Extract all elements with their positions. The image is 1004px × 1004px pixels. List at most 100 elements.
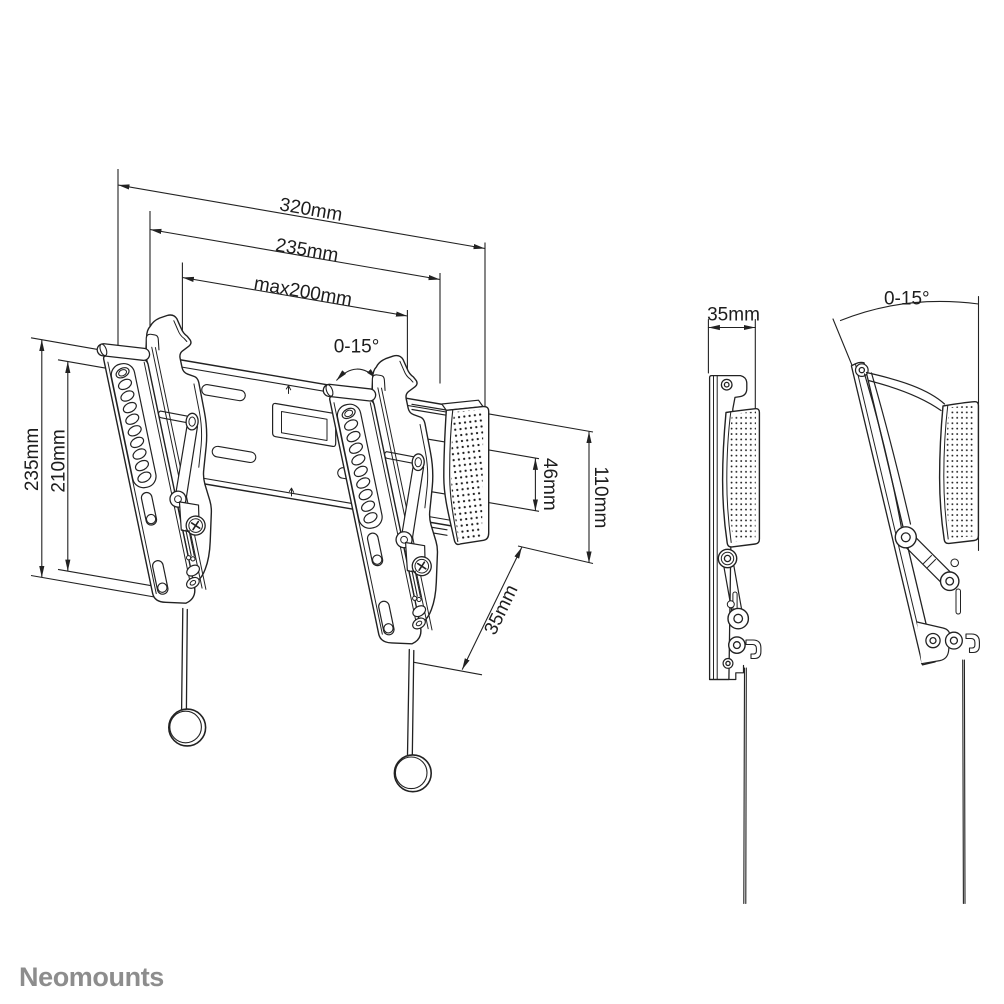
plate-centre-plaque-shape: [281, 411, 328, 441]
tilted-side-view-shape: [858, 366, 866, 374]
tilted-side-view-shape: [955, 588, 961, 615]
dim-235mm-left-shape: [30, 574, 164, 600]
tilted-side-view-shape: [894, 526, 917, 549]
tv-bracket-shape: [157, 582, 168, 593]
dim-label-tilt-side: 0-15°: [884, 289, 930, 310]
tv-bracket-shape: [414, 457, 422, 468]
side-linkage-shape: [728, 636, 746, 654]
plate-slots-shape: [201, 384, 246, 402]
side-linkage-shape: [720, 551, 735, 566]
side-string: [743, 667, 747, 905]
tilt-foot-shape: [949, 636, 959, 645]
front-view: [96, 314, 490, 793]
tv-bracket-shape: [344, 419, 359, 431]
tv-bracket-shape: [122, 401, 137, 414]
tv-bracket-shape: [186, 576, 200, 589]
tv-bracket-shape: [185, 555, 192, 561]
plate-alignment-arrows-shape: [285, 385, 292, 394]
tilt-lower-arm-shape: [923, 555, 936, 568]
pull-strings: [168, 607, 432, 793]
rail-end-cap-shape: [451, 409, 484, 540]
dim-label-46mm: 46mm: [539, 458, 560, 511]
tv-bracket-shape: [344, 409, 354, 418]
tilt-foot-shape: [929, 636, 937, 645]
tv-bracket-shape: [127, 425, 142, 437]
tv-bracket-shape: [412, 617, 426, 630]
tilted-side-view-shape: [939, 571, 960, 592]
tv-bracket-shape: [378, 600, 395, 636]
dim-210mm-left-shape: [57, 359, 112, 370]
side-linkage-shape: [726, 600, 735, 609]
plate-slots-shape: [211, 445, 257, 463]
tv-bracket: [96, 314, 213, 604]
pull-string-left: [168, 607, 207, 747]
tv-rail-bar-shape: [411, 408, 448, 416]
dim-label-110mm: 110mm: [590, 466, 611, 528]
tv-bracket-shape: [130, 436, 145, 449]
tv-bracket-shape: [132, 448, 147, 460]
dim-210mm-left: [57, 359, 156, 587]
tilt-friction-pad: [938, 400, 980, 545]
tv-rail-bar-shape: [411, 403, 448, 411]
tv-bracket-shape: [174, 495, 182, 504]
side-foot: [709, 664, 745, 681]
tilted-side-view-shape: [945, 576, 955, 586]
side-view-shape: [720, 378, 733, 391]
pull-string-left-shape: [169, 710, 202, 744]
side-linkage-shape: [727, 607, 750, 630]
pull-string-right-shape: [406, 648, 410, 756]
tilt-foot-shape: [925, 632, 941, 649]
tv-bracket-shape: [416, 561, 427, 572]
tv-bracket-shape: [336, 403, 383, 529]
tv-bracket-shape: [416, 596, 422, 603]
tv-bracket-shape: [96, 343, 151, 361]
side-friction-pad: [721, 407, 761, 548]
dim-210mm-left-shape: [57, 568, 156, 587]
tv-bracket-shape: [145, 333, 160, 351]
tv-bracket-shape: [353, 465, 368, 478]
tilted-side-view-shape: [950, 558, 960, 568]
tv-bracket-shape: [400, 535, 408, 544]
tv-bracket-shape: [186, 564, 201, 577]
tv-bracket-shape: [190, 556, 196, 562]
tilted-side-view-shape: [900, 532, 911, 543]
tilt-friction-pad-shape: [945, 404, 975, 538]
dim-label-tilt-front: 0-15°: [334, 337, 380, 358]
tilted-side-view: [832, 295, 980, 905]
tv-bracket-shape: [383, 623, 394, 634]
tv-bracket-shape: [411, 453, 425, 472]
tilt-friction-pad-shape: [943, 404, 949, 540]
tv-bracket-shape: [325, 384, 334, 397]
tv-bracket-shape: [140, 491, 158, 526]
tv-bracket-shape: [351, 454, 366, 466]
tv-bracket-shape: [412, 595, 418, 601]
dim-235mm-top-shape: [149, 228, 441, 281]
tv-bracket-shape: [120, 390, 135, 402]
tv-bracket-shape: [99, 343, 108, 357]
tv-bracket-shape: [137, 471, 152, 483]
pull-string-left-shape: [180, 607, 184, 711]
rail-end-cap-shape: [449, 409, 459, 543]
tilt-upper-arm: [863, 372, 912, 529]
tv-bracket-shape: [358, 488, 373, 501]
tv-bracket: [322, 354, 439, 645]
tilt-arc-side-shape: [839, 300, 980, 322]
tilt-wall-plate: [850, 361, 936, 666]
side-linkage-shape: [722, 557, 744, 621]
tilt-connector: [865, 371, 946, 412]
tv-bracket-shape: [188, 518, 203, 533]
tilt-arc-side-shape: [832, 318, 854, 368]
rail-end-cap: [441, 399, 490, 546]
dim-110mm: [485, 412, 594, 565]
dim-35mm-side: [707, 318, 756, 409]
pull-string-right-shape: [393, 754, 432, 793]
tv-bracket-shape: [415, 620, 423, 627]
tv-bracket-shape: [118, 369, 128, 377]
dim-35mm-diagonal: [413, 546, 523, 676]
tv-bracket-shape: [356, 477, 371, 489]
tv-bracket-shape: [117, 378, 133, 391]
pull-string-left-shape: [185, 608, 188, 712]
side-linkage-shape: [723, 554, 732, 563]
